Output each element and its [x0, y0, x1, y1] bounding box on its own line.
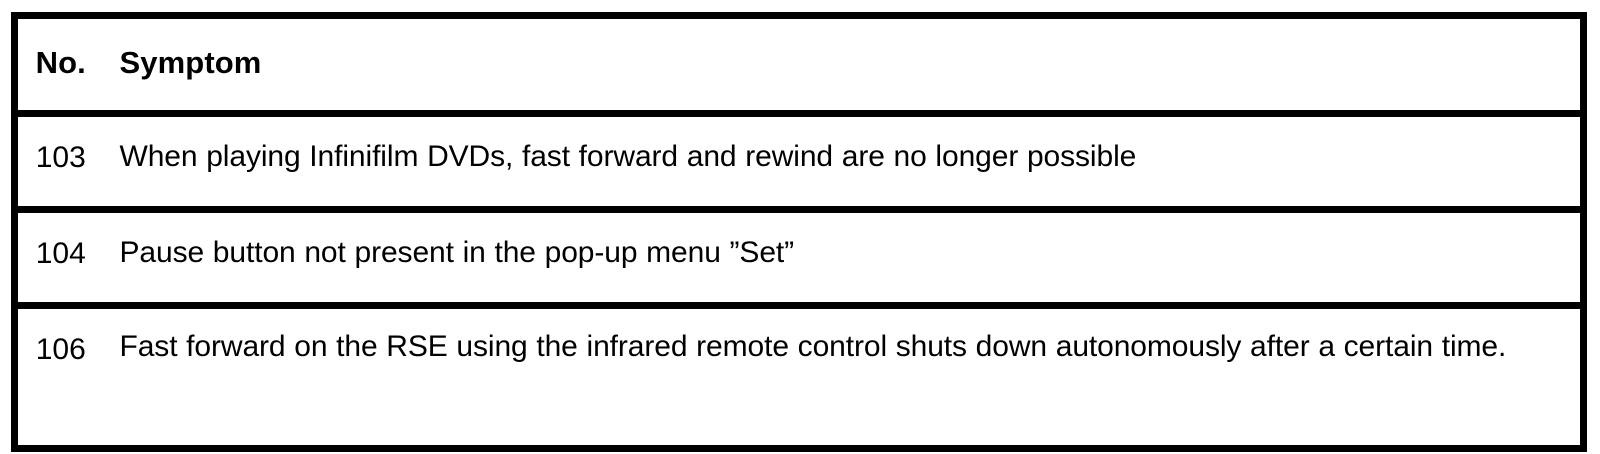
row-symptom-cell: Fast forward on the RSE using the infrar…	[105, 302, 1584, 449]
column-header-no-label: No.	[35, 45, 86, 80]
table-header: No. Symptom	[14, 15, 1584, 114]
table-body: 103 When playing Infinifilm DVDs, fast f…	[14, 110, 1584, 449]
table-header-row: No. Symptom	[14, 15, 1584, 114]
column-header-symptom-label: Symptom	[119, 45, 262, 80]
table-row: 103 When playing Infinifilm DVDs, fast f…	[14, 110, 1584, 210]
row-symptom-value: Pause button not present in the pop-up m…	[119, 236, 795, 269]
column-header-no: No.	[14, 15, 106, 114]
row-symptom-value: Fast forward on the RSE using the infrar…	[119, 330, 1507, 363]
row-symptom-cell: When playing Infinifilm DVDs, fast forwa…	[105, 110, 1584, 210]
table-row: 106 Fast forward on the RSE using the in…	[14, 302, 1584, 449]
row-number-value: 104	[35, 237, 86, 270]
table-row: 104 Pause button not present in the pop-…	[14, 206, 1584, 306]
row-number-value: 106	[35, 333, 86, 366]
row-number-cell: 104	[14, 206, 106, 306]
symptom-table: No. Symptom 103 When playing Infinifilm …	[11, 12, 1587, 452]
row-number-cell: 106	[14, 302, 106, 449]
row-symptom-value: When playing Infinifilm DVDs, fast forwa…	[119, 140, 1137, 173]
row-symptom-cell: Pause button not present in the pop-up m…	[105, 206, 1584, 306]
row-number-value: 103	[35, 141, 86, 174]
column-header-symptom: Symptom	[105, 15, 1584, 114]
row-number-cell: 103	[14, 110, 106, 210]
